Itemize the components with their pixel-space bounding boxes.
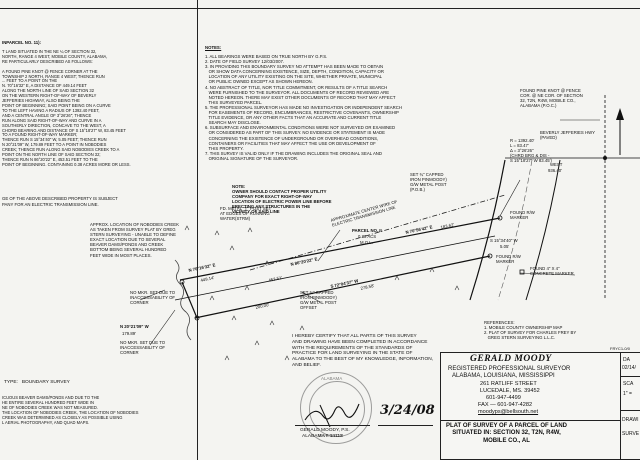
pob-pin-label: SET ¾" CAPPED IRON PINMOODY) G/W METAL P… — [410, 172, 447, 193]
found-post-label: FD. METAL "T" POST SET AT EDGES OF RUNNI… — [220, 206, 272, 222]
firm-address: 261 RATLIFF STREET — [480, 381, 537, 387]
west-label: WEST — [550, 162, 563, 167]
bearing-west-line: N 20°21'09" W — [120, 324, 149, 329]
parcel-south-line — [194, 255, 491, 319]
strip-divider — [620, 376, 640, 377]
creek-line — [174, 259, 192, 341]
note-item: 5. THE PROFESSIONAL SURVEYOR HAS MADE NO… — [205, 104, 402, 126]
parcel-label: PARCEL NO. II — [352, 228, 382, 233]
notes-list: 1. ALL BEARINGS WERE BASED ON TRUE NORTH… — [205, 54, 402, 161]
firm-line-2: ALABAMA, LOUISIANA, MISSISSIPPI — [452, 373, 555, 379]
creek-location-note: APPROX. LOCATION OF NOBODIES CREEK AS TA… — [90, 222, 179, 258]
surveyor-license: ALABAMA # 14113 — [302, 434, 343, 439]
note-item: 1. ALL BEARINGS WERE BASED ON TRUE NORTH… — [205, 54, 328, 59]
highway-row-west — [469, 159, 506, 301]
leader-line — [499, 179, 521, 217]
section-north-line — [174, 235, 496, 301]
note-item: 7. THIS SURVEY IS VALID ONLY IF THE DRAW… — [205, 150, 383, 161]
parcel-description-heading: INPARCEL NO. 11): — [2, 40, 41, 45]
leader-line — [317, 229, 341, 262]
corner-marker-icon — [194, 315, 200, 321]
highway-centerline — [497, 159, 533, 301]
note-item: 6. SUBSURFACE AND ENVIRONMENTAL CONDITIO… — [205, 125, 396, 151]
firm-phone: 601-947-4499 — [486, 395, 521, 401]
firm-name: GERALD MOODY — [470, 354, 552, 364]
file-label: FRYC1-0/0 — [610, 346, 630, 351]
marsh-symbols — [184, 225, 460, 361]
utility-note: NOTE: OWNER SHOULD CONTACT PROPER UTILIT… — [232, 184, 332, 215]
leader-line — [519, 272, 576, 276]
parcel-mol: M.O.L. — [360, 240, 373, 245]
strip-label-date: DA — [623, 357, 630, 363]
column-divider-left — [197, 0, 198, 460]
parcel-north-line — [179, 217, 501, 281]
highway-label: BEVERLY JEFFERIES HWY (PAVED) — [540, 130, 595, 141]
references: REFERENCES: 1. MOBILE COUNTY OWNERSHIP M… — [484, 320, 577, 341]
easement-note-text: PANY FOR AN ELECTRIC TRANSMISSION LINE. — [2, 202, 99, 207]
leader-line — [301, 291, 321, 303]
firm-fax: FAX — 601-947-4282 — [478, 402, 533, 408]
title-block-divider — [440, 420, 621, 421]
note-item: 2. DATE OF FIELD SURVEY 12/03/2007. — [205, 59, 285, 65]
strip-value-scale: 1" = — [623, 391, 632, 397]
strip-divider — [620, 410, 640, 411]
note-item: 4. NO ABSTRACT OF TITLE, NOR TITLE COMMI… — [205, 84, 396, 105]
pine-knot-marker-icon — [603, 156, 607, 160]
leader-line — [139, 289, 166, 301]
north-arrow-icon — [616, 108, 624, 155]
no-marker-note-1: NO MKR. SET DUE TO INACCESSABILITY OF CO… — [130, 290, 176, 306]
corner-marker-icon — [179, 279, 185, 285]
powerline — [249, 194, 506, 271]
firm-line-1: REGISTERED PROFESSIONAL SURVEYOR — [448, 366, 571, 372]
seal-text-bottom: SURVEYOR — [318, 433, 344, 438]
certification-text: I HEREBY CERTIFY THAT ALL PARTS OF THIS … — [292, 334, 434, 368]
top-border — [0, 8, 640, 9]
no-marker-note-2: NO MKR. SET DUE TO INACCESSABILITY OF CO… — [120, 340, 166, 356]
leader-line — [149, 309, 176, 346]
strip-label-scale: SCA — [623, 381, 634, 387]
short-distance: 5.05' — [500, 244, 510, 249]
note-item: 3. IN PROVIDING THIS BOUNDARY SURVEY NO … — [205, 64, 384, 85]
seal-inner-ring — [309, 381, 365, 437]
distance-west-line: 179.89' — [122, 331, 136, 336]
survey-type: TYPE: BOUNDARY SURVEY — [4, 380, 70, 385]
west-distance: 936.40' — [548, 168, 562, 173]
plat-title: PLAT OF SURVEY OF A PARCEL OF LAND SITUA… — [446, 423, 568, 444]
pob-marker-icon — [497, 215, 503, 221]
legal-description: T LAND SITUATED IN THE NE ¼ OF SECTION 3… — [2, 49, 131, 167]
curve-data: R = 1392.40' L = 83.47' Δ = 3°26'26" (CH… — [510, 138, 552, 164]
found-row-marker-label: FOUND R/W MARKER — [510, 210, 535, 221]
surveyor-seal: ALABAMA SURVEYOR — [300, 372, 372, 444]
signature-date: 3/24/08 — [380, 403, 435, 418]
date-line — [378, 425, 433, 426]
short-bearing: S 15°34'40" W — [490, 238, 518, 243]
offset-pin-label: SET ¾" CAPPED IRON PINMOODY) G/W METAL P… — [300, 290, 337, 311]
notes-heading: NOTES: — [205, 45, 222, 50]
concrete-marker-icon — [519, 269, 525, 275]
creek-measurement-note: ICUOUS BEAVER DAMS/PONDS AND DUE TO THE … — [2, 395, 139, 425]
seal-text-top: ALABAMA — [321, 376, 343, 381]
parcel-acres: 0.38 ACS — [358, 234, 377, 239]
easement-note-heading: GE OF THE ABOVE DESCRIBED PROPERTY IS SU… — [2, 196, 118, 201]
strip-value-date: 02/14/ — [622, 365, 636, 371]
pine-knot-label: FOUND PINE KNOT @ FENCE COR. @ NE COR. O… — [520, 88, 583, 109]
concrete-marker-label: FOUND 4" X 4" CONCRETE MARKER — [530, 266, 574, 277]
firm-email: moodyps@bellsouth.net — [478, 409, 539, 415]
strip-label-drawing: DRAWI — [622, 417, 639, 423]
found-row-marker-label-2: FOUND R/W MARKER — [496, 254, 521, 265]
highway-row-east — [525, 159, 561, 301]
corner-marker-icon — [487, 253, 493, 259]
parcel-west-line — [181, 281, 198, 319]
firm-city: LUCEDALE, MS. 39452 — [480, 388, 540, 394]
strip-label-survey: SURVE — [622, 431, 640, 437]
signature-line — [295, 425, 370, 426]
surveyor-name: GERALD MOODY, P.S. — [300, 428, 350, 433]
